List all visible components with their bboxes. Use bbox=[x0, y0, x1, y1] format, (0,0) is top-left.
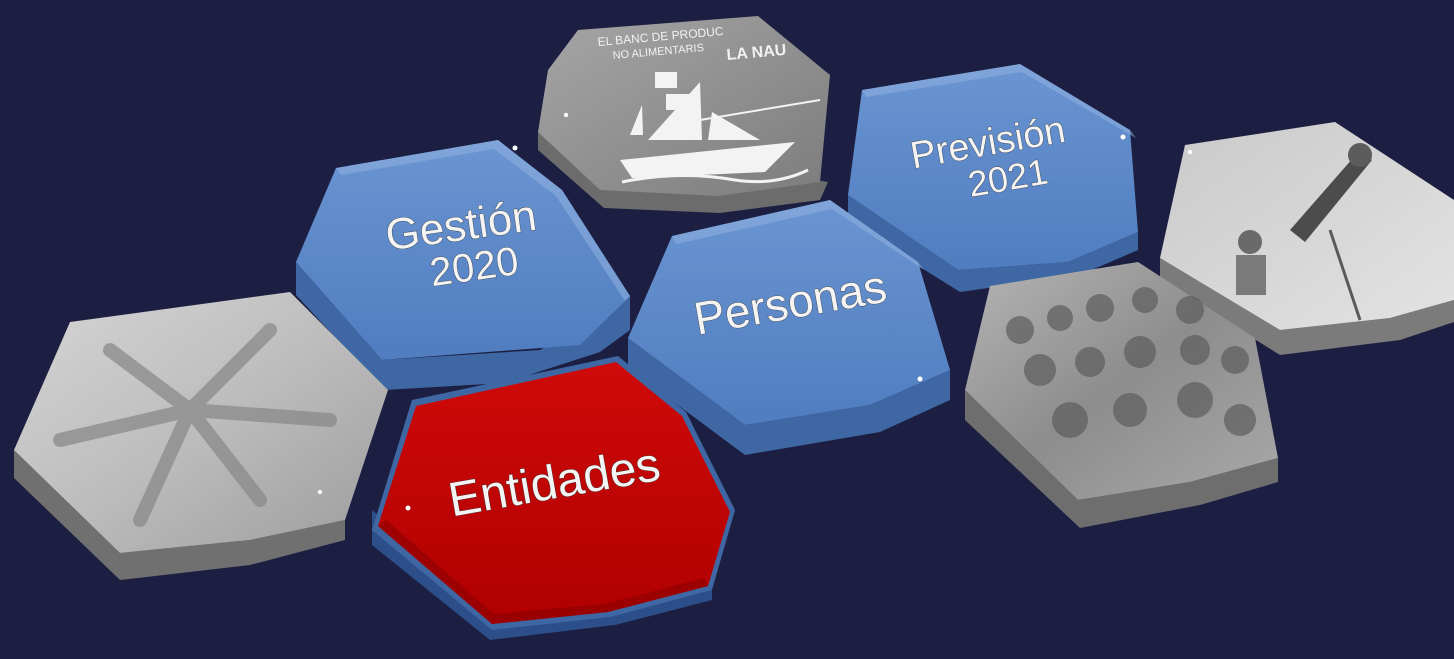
gestion-tile-dot bbox=[512, 145, 518, 151]
entidades-tile-dot bbox=[405, 505, 411, 511]
prevision-tile-dot bbox=[1120, 134, 1126, 140]
crowd-figures bbox=[1006, 287, 1256, 438]
personas-tile-side bbox=[628, 338, 950, 455]
crowd-tile-face bbox=[965, 262, 1278, 500]
prevision-tile-bevel bbox=[862, 64, 1136, 138]
entidades-tile-shade bbox=[378, 520, 708, 624]
telescope-icon bbox=[1236, 143, 1372, 321]
tile-prevision-2021[interactable]: Previsión 2021 bbox=[848, 64, 1138, 292]
crowd-tile-side bbox=[965, 390, 1278, 528]
hands-icon bbox=[53, 323, 337, 527]
entidades-tile-face bbox=[378, 362, 730, 624]
hands-tile-dot bbox=[317, 489, 323, 495]
tile-photo-telescope[interactable] bbox=[1160, 122, 1454, 355]
personas-tile-dot bbox=[917, 376, 923, 382]
gestion-label-line-2: 2020 bbox=[427, 239, 521, 295]
personas-tile-bevel bbox=[672, 200, 924, 270]
logo-tile-dot bbox=[563, 112, 569, 118]
ship-icon bbox=[620, 72, 821, 184]
gestion-tile-face bbox=[296, 140, 630, 360]
telescope-tile-side bbox=[1160, 258, 1454, 355]
logo-line-3: LA NAU bbox=[726, 42, 787, 64]
tile-photo-crowd[interactable] bbox=[965, 262, 1278, 528]
logo-tile[interactable]: EL BANC DE PRODUC NO ALIMENTARIS LA NAU bbox=[538, 16, 830, 213]
hands-tile-side bbox=[14, 450, 345, 580]
tile-photo-hands[interactable] bbox=[14, 292, 388, 580]
gestion-label-line-1: Gestión bbox=[382, 191, 539, 261]
gestion-tile-side bbox=[296, 262, 630, 390]
prevision-tile-side bbox=[848, 195, 1138, 292]
tile-personas[interactable]: Personas bbox=[628, 200, 950, 455]
tile-gestion-2020[interactable]: Gestión 2020 bbox=[296, 140, 630, 390]
telescope-tile-dot bbox=[1187, 149, 1193, 155]
personas-tile-face bbox=[628, 200, 950, 425]
tile-entidades[interactable]: Entidades bbox=[372, 356, 735, 640]
prevision-tile-face bbox=[848, 64, 1138, 270]
